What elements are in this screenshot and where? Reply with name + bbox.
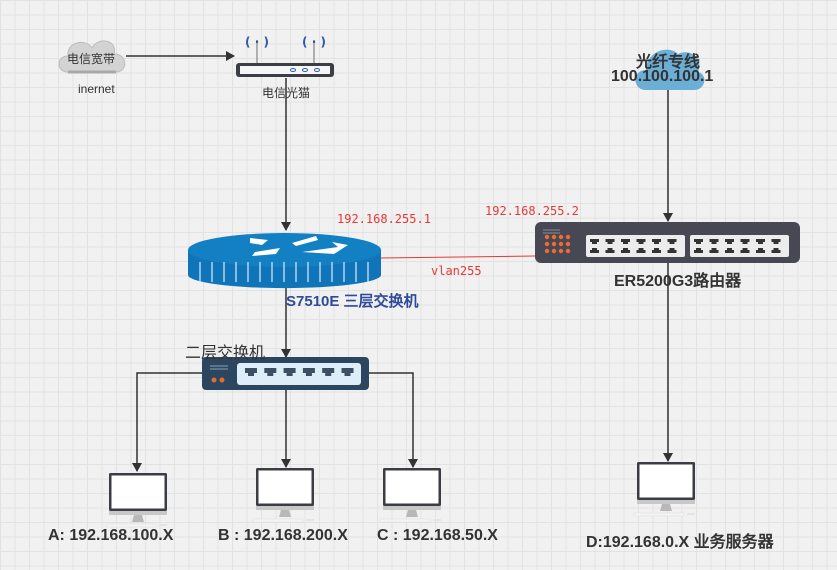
led-icon [551, 234, 557, 240]
port-icon [590, 239, 599, 244]
server-d-label: D:192.168.0.X 业务服务器 [586, 534, 774, 551]
port-icon [652, 239, 661, 244]
router-icon[interactable] [535, 222, 800, 263]
led-icon [551, 248, 557, 254]
pc-c-monitor-icon[interactable] [379, 468, 441, 523]
isp-cloud-icon[interactable] [58, 40, 126, 74]
led-icon [551, 241, 557, 247]
port-icon [667, 239, 677, 244]
fiber-cloud-label: 光纤专线 [636, 54, 701, 71]
port-icon [756, 248, 765, 253]
svg-text:( · ): ( · ) [245, 35, 269, 49]
port-icon [245, 368, 257, 376]
led-icon [565, 234, 571, 240]
link-core-router-vlan[interactable] [380, 255, 536, 259]
port-icon [302, 368, 315, 376]
led-icon [544, 234, 550, 240]
pc-c-label: C : 192.168.50.X [377, 527, 498, 544]
port-icon [709, 239, 719, 244]
isp-cloud-label: 电信宽带 [67, 52, 116, 66]
port-icon [341, 368, 354, 376]
port-icon [590, 248, 599, 253]
port-icon [322, 368, 335, 376]
port-icon [756, 239, 765, 244]
port-icon [605, 248, 615, 253]
port-icon [636, 239, 646, 244]
port-icon [667, 248, 677, 253]
link-access-pc-a[interactable] [132, 372, 203, 472]
led-icon [558, 248, 564, 254]
led-icon [558, 234, 564, 240]
led-icon [565, 248, 571, 254]
modem-label: 电信光猫 [262, 86, 311, 100]
port-icon [621, 248, 630, 253]
port-icon [621, 239, 630, 244]
fiber-cloud-ip: 100.100.100.1 [611, 68, 714, 85]
port-icon [283, 368, 296, 376]
port-icon [652, 248, 661, 253]
vlan-label: vlan255 [431, 264, 482, 278]
port-icon [636, 248, 646, 253]
router-label: ER5200G3路由器 [614, 273, 742, 290]
port-icon [725, 248, 734, 253]
core-switch-label: S7510E 三层交换机 [286, 293, 419, 310]
pc-b-monitor-icon[interactable] [252, 468, 314, 523]
pc-a-monitor-icon[interactable] [105, 473, 167, 528]
pc-a-label: A: 192.168.100.X [48, 527, 174, 544]
port-icon [771, 239, 781, 244]
port-icon [709, 248, 719, 253]
core-switch-ip: 192.168.255.1 [337, 212, 431, 226]
led-icon [544, 241, 550, 247]
link-access-pc-c[interactable] [369, 372, 418, 468]
fiber-cloud-icon[interactable] [635, 49, 705, 90]
pc-b-label: B : 192.168.200.X [218, 527, 348, 544]
port-icon [264, 368, 277, 376]
port-icon [694, 239, 703, 244]
port-icon [771, 248, 781, 253]
led-icon [544, 248, 550, 254]
port-icon [605, 239, 615, 244]
led-icon [565, 241, 571, 247]
port-icon [740, 248, 750, 253]
access-switch-label: 二层交换机 [185, 345, 266, 362]
access-switch-icon[interactable] [202, 357, 369, 390]
links [126, 51, 673, 472]
modem-icon[interactable]: ( · ) ( · ) [236, 35, 334, 77]
port-icon [725, 239, 734, 244]
isp-cloud-sublabel: inernet [78, 82, 115, 96]
router-ip: 192.168.255.2 [485, 204, 579, 218]
led-icon [558, 241, 564, 247]
svg-text:( · ): ( · ) [302, 35, 326, 49]
port-icon [740, 239, 750, 244]
core-switch-icon[interactable] [188, 233, 381, 289]
port-icon [694, 248, 703, 253]
server-d-monitor-icon[interactable] [633, 462, 695, 517]
